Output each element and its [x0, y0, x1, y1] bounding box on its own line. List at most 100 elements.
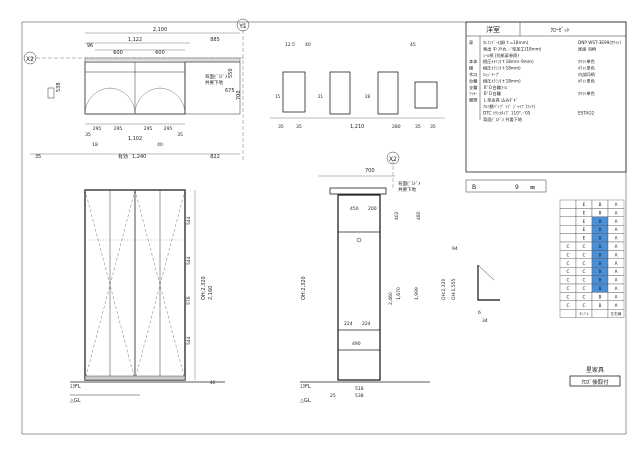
legend-cell: [559, 224, 577, 234]
legend-cell: [559, 216, 577, 226]
dim-295d: 295: [164, 126, 173, 132]
elev-swing-1: [84, 189, 111, 381]
side-15: 15: [275, 94, 281, 99]
legend-cell-text: A: [615, 227, 618, 232]
legend-cell: [559, 208, 577, 217]
spec-code: DNP WST-3E99(ﾎﾜｲﾄ): [578, 40, 621, 45]
spec-text: 樹圧ﾒﾗﾐﾝ(ｔ18mm･9mm): [483, 58, 534, 65]
side-view-4: [414, 81, 438, 109]
legend-cell-text: B: [599, 303, 602, 308]
spec-label: 備壁: [469, 97, 477, 104]
legend-cell-text: B: [599, 269, 602, 274]
side-280: 280: [392, 124, 401, 130]
legend-cell-text: A: [615, 219, 618, 224]
grid-x2-label: X2: [26, 56, 34, 63]
sec-note1: 背面ﾋﾞｽﾄﾞﾒ: [398, 180, 421, 187]
sec-2460: 2,460: [388, 292, 394, 305]
legend-footer-text: ｻﾝﾌﾟﾙ: [580, 311, 589, 316]
dim-total-text: 2,100: [153, 27, 167, 33]
legend-cell-text: B: [599, 286, 602, 291]
footer-note: ｸﾛｽﾞ後取付: [581, 378, 609, 386]
spec-label: 扉: [469, 39, 473, 46]
spec-label: 本体: [469, 58, 478, 65]
legend-cell-text: C: [583, 252, 586, 257]
br-oh2: OH:2,320: [441, 279, 447, 300]
elev-swing-3: [134, 189, 161, 381]
door-swing-2: [108, 87, 136, 115]
legend-cell-text: B: [599, 252, 602, 257]
spec-text: ｴｯｼﾞﾃｰﾌﾟ: [483, 71, 500, 78]
spec-text: Ｌ型金具 込みﾀﾞﾎﾞ: [483, 97, 518, 104]
spec-code: 内部同柄: [578, 71, 595, 78]
legend-cell-text: B: [599, 261, 602, 266]
dim-600b-text: 600: [155, 50, 165, 56]
spec-label: 棚: [469, 65, 473, 72]
spec-text: 表出 中 戸丸 ／型加工(18mm): [483, 45, 542, 52]
dim-538: 538: [56, 82, 62, 92]
plan-right-wall: [184, 61, 241, 115]
side-view-3: [377, 71, 399, 115]
elev-oh: OH:2,320: [201, 276, 207, 300]
sheet-num: 9: [515, 184, 519, 191]
section-top-cap: [329, 187, 387, 195]
tb-room: 洋室: [486, 25, 500, 34]
legend-cell-text: A: [615, 261, 618, 266]
door-swing-4: [158, 87, 186, 115]
side-1210: 1,210: [350, 124, 364, 130]
dim-700: 700: [236, 90, 242, 100]
legend-cell-text: E: [583, 236, 586, 241]
plan-note2: 共要下地: [205, 79, 223, 86]
bracket-brace: [477, 264, 495, 281]
section-grid-label: X2: [389, 156, 397, 163]
plan-wall-hatch: [84, 57, 241, 63]
dim-w1-text: 1,122: [128, 37, 142, 43]
elev-gl: △GL: [70, 398, 81, 404]
elev-576: 576: [186, 296, 192, 305]
legend-cell-text: C: [583, 278, 586, 283]
spec-text: ｵﾚﾌﾝﾄﾞｰﾙ調(ｔ=18mm): [483, 39, 529, 46]
dim-40: 40: [157, 142, 163, 148]
dim-prefix: 有効: [118, 153, 128, 160]
sec-oh: OH:2,320: [301, 276, 307, 300]
legend-cell-text: B: [599, 210, 602, 215]
legend-cell-text: A: [615, 303, 618, 308]
side-dim-45: 45: [410, 42, 416, 48]
sec-25: 25: [330, 393, 336, 399]
sec-floor: ﾕｸFL: [300, 384, 311, 390]
br-oh3: OH:1,555: [451, 279, 457, 300]
legend-cell-text: A: [615, 236, 618, 241]
grid-y1-label: Y1: [238, 23, 247, 30]
sec-450: 450: [350, 206, 359, 212]
dim-35a: 35: [85, 132, 91, 138]
legend-cell-text: C: [567, 303, 570, 308]
legend-cell-text: C: [583, 269, 586, 274]
spec-text: 樹圧ﾒﾗﾐﾝ(ｔ18mm): [483, 77, 521, 84]
sec-224a: 224: [344, 321, 353, 327]
spec-code: 扉面 羽柄: [578, 45, 596, 52]
dim-675: 675: [225, 88, 235, 94]
spec-label: 支輪: [469, 84, 478, 91]
dim-1102: 1,102: [128, 136, 142, 142]
dim-295b: 295: [114, 126, 123, 132]
spec-text: ｱﾙﾐ棚ﾊﾟｲﾌﾟ ｲﾌﾞ ｼﾞｬｲﾌﾞ(ﾌｯｸ): [483, 103, 535, 110]
legend-cell-text: C: [567, 294, 570, 299]
legend-cell-text: A: [615, 286, 618, 291]
plan-view: Y1 X2 2,100 1,122 885 96 600 600 背面ﾋﾞｽﾄﾞ…: [23, 18, 250, 160]
legend-cell-text: C: [583, 244, 586, 249]
spec-code: ﾎﾜｲﾄ単色: [578, 58, 596, 65]
elev-floor: ﾕｸFL: [70, 384, 81, 390]
dim-550: 550: [228, 68, 234, 78]
legend-cell-text: C: [567, 252, 570, 257]
legend-cell-text: C: [583, 303, 586, 308]
legend-cell-text: B: [599, 278, 602, 283]
legend-cell: [559, 199, 577, 209]
spec-text: Ｂ'Ｄ台輪: [483, 90, 502, 97]
dim-295a: 295: [93, 126, 102, 132]
grid-marker-x2: [23, 51, 37, 65]
legend-cell-text: C: [567, 269, 570, 274]
legend-cell-text: E: [583, 210, 586, 215]
legend-cell-text: B: [599, 294, 602, 299]
